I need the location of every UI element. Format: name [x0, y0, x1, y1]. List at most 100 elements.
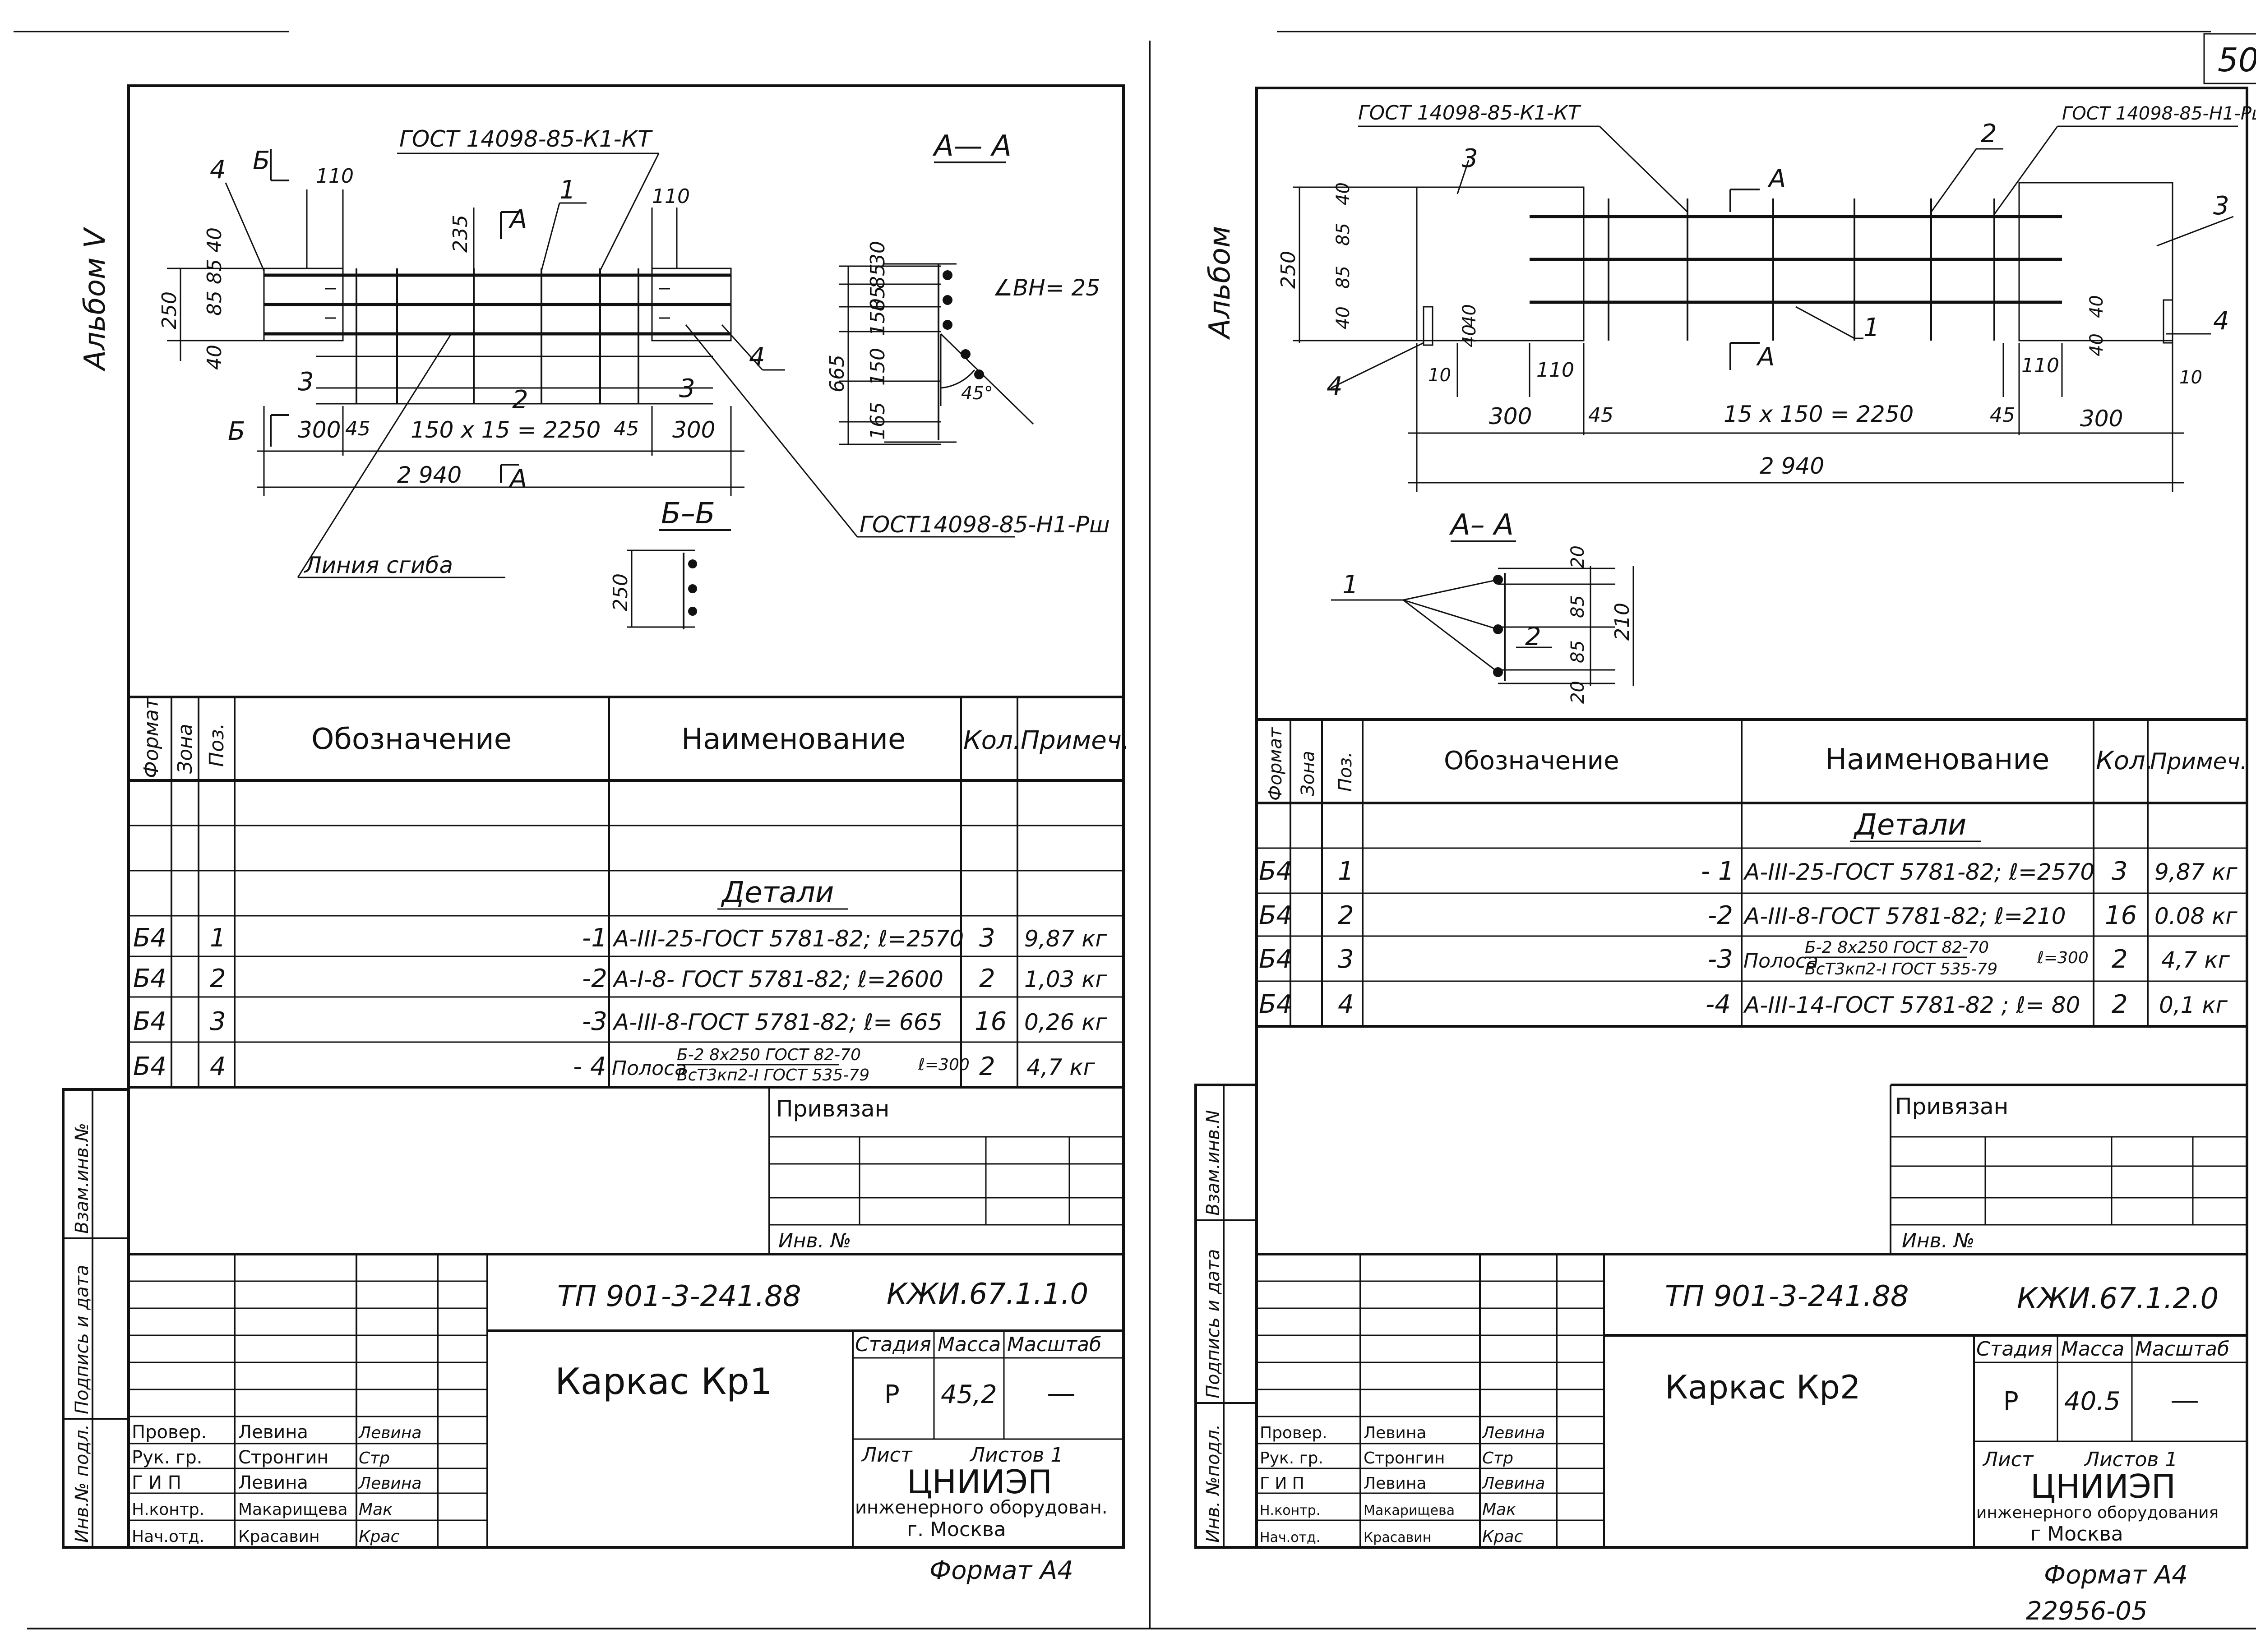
- right-pos-1a: 1: [1342, 570, 1359, 600]
- left-r4-format: Б4: [133, 1052, 166, 1081]
- right-dim-40a: 40: [1333, 182, 1354, 205]
- left-section-aa: [839, 162, 1034, 445]
- right-pos-4b: 4: [2213, 306, 2229, 336]
- right-stage: Р: [2003, 1387, 2019, 1416]
- left-dim-150a: 150: [866, 298, 889, 336]
- left-sign-5: Крас: [359, 1527, 399, 1546]
- left-r3-note: 0,26 кг: [1024, 1009, 1107, 1035]
- left-r4-qty: 2: [979, 1052, 995, 1081]
- left-dim-300a: 300: [298, 417, 341, 443]
- right-people-list: Провер. Левина Левина Рук. гр. Стронгин …: [1260, 1424, 1545, 1546]
- right-r3-name-suffix: ℓ=300: [2037, 949, 2089, 967]
- left-sheet: Альбом V: [62, 84, 1130, 1585]
- left-pos-4a: 4: [210, 155, 226, 185]
- left-r2-format: Б4: [133, 964, 166, 993]
- left-dim-235: 235: [449, 215, 472, 253]
- right-dim-85d: 85: [1567, 640, 1588, 663]
- right-sheet: Альбом: [1194, 87, 2256, 1626]
- left-pos-1: 1: [559, 175, 576, 205]
- left-pos-2: 2: [512, 385, 528, 415]
- right-pos-4a: 4: [1327, 372, 1343, 401]
- right-title-block: [1257, 1254, 2247, 1547]
- left-pos-4b: 4: [749, 342, 765, 372]
- right-r4-pos: 4: [1338, 990, 1354, 1019]
- right-role-1: Провер.: [1260, 1424, 1327, 1442]
- left-name-2: Стронгин: [238, 1447, 328, 1468]
- right-dim-210: 210: [1611, 603, 1634, 641]
- left-h-pos: Поз.: [205, 723, 228, 767]
- right-pos-2b: 2: [1525, 622, 1541, 651]
- right-album-label: Альбом: [1203, 226, 1237, 340]
- left-h-zone: Зона: [174, 724, 197, 774]
- left-title-block: [129, 1254, 1123, 1547]
- left-name-4: Макарищева: [238, 1500, 348, 1519]
- right-sign-1: Левина: [1481, 1424, 1545, 1442]
- right-dim-40d: 40: [1459, 324, 1480, 347]
- left-binding-title: Привязан: [776, 1096, 889, 1122]
- right-name-5: Красавин: [1364, 1530, 1431, 1546]
- left-mark-b-bottom: Б: [228, 417, 245, 446]
- left-angle-note: ∠ВН= 25: [993, 275, 1100, 301]
- left-r4-pos: 4: [210, 1052, 226, 1081]
- left-dim-40b: 40: [203, 345, 226, 370]
- left-gost-top: ГОСТ 14098-85-К1-КТ: [399, 126, 653, 152]
- right-name-4: Макарищева: [1364, 1503, 1455, 1518]
- left-tp-number: ТП 901-3-241.88: [557, 1280, 801, 1313]
- right-h-designation: Обозначение: [1444, 746, 1619, 775]
- right-r3-note: 4,7 кг: [2161, 947, 2230, 973]
- right-sheet-label: Лист: [1982, 1448, 2034, 1471]
- right-r4-format: Б4: [1259, 990, 1292, 1019]
- right-r2-designation: -2: [1708, 901, 1733, 930]
- right-section-details: Детали: [1853, 808, 1966, 842]
- left-section-aa-title: А— А: [932, 129, 1012, 163]
- right-org-name: ЦНИИЭП: [2030, 1467, 2176, 1505]
- right-r3-qty: 2: [2112, 945, 2128, 974]
- left-dim-8585: 85 85: [203, 259, 226, 316]
- right-dim-300a: 300: [1489, 403, 1532, 429]
- left-r3-pos: 3: [210, 1007, 226, 1036]
- left-role-4: Н.контр.: [132, 1500, 204, 1519]
- left-pos-3b: 3: [679, 374, 695, 403]
- left-r2-pos: 2: [210, 964, 226, 993]
- left-dim-110a: 110: [316, 165, 354, 188]
- right-h-pos: Поз.: [1335, 752, 1356, 792]
- left-item-name: Каркас Кр1: [555, 1361, 772, 1403]
- right-pos-3a: 3: [1462, 144, 1478, 173]
- left-r2-designation: -2: [582, 964, 607, 993]
- right-dim-15x150: 15 х 150 = 2250: [1724, 401, 1914, 427]
- left-r1-designation: -1: [582, 923, 607, 953]
- left-r2-name: А-I-8- ГОСТ 5781-82; ℓ=2600: [612, 966, 943, 992]
- right-side-podpis: Подпись и дата: [1203, 1249, 1224, 1398]
- left-gost-bottom: ГОСТ14098-85-Н1-Рш: [860, 512, 1110, 538]
- right-side-vzam: Взам.инв.N: [1203, 1110, 1224, 1216]
- right-dim-40b: 40: [1333, 306, 1354, 329]
- right-cage-plan: [1293, 125, 2238, 492]
- table-row: Б4 3 -3 Полоса Б-2 8х250 ГОСТ 82-70 ВсТ3…: [1259, 938, 2230, 978]
- left-dim-85a: 85: [866, 263, 889, 289]
- left-stage-h: Стадия: [855, 1333, 931, 1356]
- right-r4-qty: 2: [2112, 990, 2128, 1019]
- left-binding-block: [129, 1087, 1123, 1255]
- left-name-3: Левина: [238, 1472, 308, 1493]
- right-dim-40f: 40: [2086, 333, 2107, 356]
- left-role-2: Рук. гр.: [132, 1447, 203, 1468]
- right-dim-85b: 85: [1333, 266, 1354, 289]
- left-h-name: Наименование: [681, 723, 906, 756]
- left-h-format: Формат: [140, 697, 163, 778]
- left-h-qty: Кол.: [963, 726, 1021, 755]
- left-dim-45a: 45: [345, 417, 370, 440]
- right-org-city: г Москва: [2030, 1523, 2123, 1546]
- right-r2-format: Б4: [1259, 901, 1292, 930]
- left-r4-note: 4,7 кг: [1026, 1054, 1096, 1080]
- left-r3-name: А-III-8-ГОСТ 5781-82; ℓ= 665: [612, 1009, 942, 1035]
- left-org-line2: инженерного оборудован.: [855, 1497, 1108, 1518]
- right-name-2: Стронгин: [1364, 1449, 1445, 1467]
- left-role-1: Провер.: [132, 1422, 207, 1443]
- left-dim-110b: 110: [652, 185, 690, 208]
- right-org-line2: инженерного оборудования: [1976, 1504, 2219, 1522]
- right-r3-format: Б4: [1259, 945, 1292, 974]
- right-r3-name-bottom: ВсТ3кп2-I ГОСТ 535-79: [1805, 960, 1997, 978]
- right-dim-10b: 10: [2179, 367, 2202, 388]
- left-dim-45b: 45: [614, 417, 639, 440]
- right-dim-40e: 40: [2086, 295, 2107, 318]
